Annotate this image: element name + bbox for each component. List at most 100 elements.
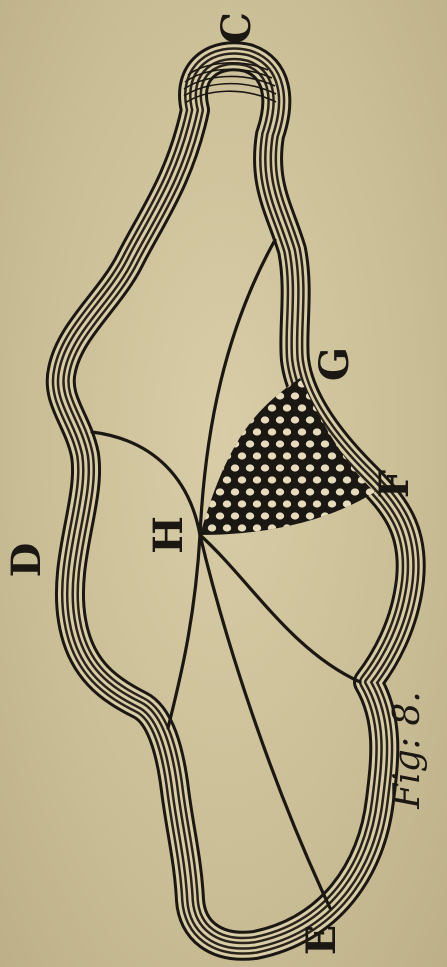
- sector-dot: [366, 368, 374, 375]
- sector-dot: [366, 440, 374, 447]
- sector-dot: [321, 440, 329, 447]
- sector-dot: [313, 428, 321, 435]
- sector-dot: [351, 392, 359, 399]
- sector-dot: [351, 488, 359, 495]
- sector-dot: [373, 380, 381, 387]
- sector-dot: [223, 452, 231, 459]
- sector-dot: [246, 392, 254, 399]
- sector-dot: [366, 512, 374, 519]
- sector-dot: [291, 392, 299, 399]
- sector-dot: [276, 440, 284, 447]
- sector-dot: [261, 464, 269, 471]
- sector-dot: [231, 488, 239, 495]
- sector-dot: [358, 500, 366, 507]
- label-d: D: [3, 543, 50, 578]
- sector-dot: [223, 500, 231, 507]
- sector-dot: [313, 452, 321, 459]
- sector-dot: [283, 452, 291, 459]
- sector-dot: [238, 476, 246, 483]
- sector-dot: [231, 464, 239, 471]
- sector-dot: [373, 404, 381, 411]
- sector-dot: [223, 524, 231, 531]
- sector-dot: [343, 524, 351, 531]
- sector-dot: [261, 392, 269, 399]
- sector-dot: [253, 500, 261, 507]
- sector-dot: [268, 524, 276, 531]
- sector-dot: [201, 368, 209, 375]
- sector-dot: [358, 524, 366, 531]
- sector-dot: [283, 524, 291, 531]
- sector-dot: [336, 512, 344, 519]
- sector-dot: [268, 452, 276, 459]
- sector-dot: [231, 392, 239, 399]
- sector-dot: [328, 524, 336, 531]
- label-c: C: [213, 12, 260, 44]
- sector-dot: [253, 452, 261, 459]
- sector-dot: [358, 428, 366, 435]
- sector-dot: [328, 452, 336, 459]
- sector-dot: [216, 488, 224, 495]
- sector-dot: [261, 416, 269, 423]
- sector-dot: [366, 392, 374, 399]
- sector-dot: [238, 524, 246, 531]
- sector-dot: [238, 404, 246, 411]
- sector-dot: [358, 404, 366, 411]
- sector-dot: [336, 464, 344, 471]
- line-h-to-f-junction: [200, 535, 360, 682]
- sector-dot: [246, 488, 254, 495]
- internal-lines: [92, 240, 360, 908]
- sector-dot: [298, 476, 306, 483]
- sector-dot: [313, 500, 321, 507]
- sector-dot: [231, 416, 239, 423]
- sector-dot: [268, 500, 276, 507]
- sector-dot: [291, 488, 299, 495]
- sector-dot: [298, 524, 306, 531]
- sector-dot: [268, 428, 276, 435]
- sector-dot: [298, 500, 306, 507]
- sector-dot: [253, 380, 261, 387]
- sector-dot: [313, 524, 321, 531]
- sector-dot: [253, 476, 261, 483]
- sector-dot: [216, 440, 224, 447]
- sector-dot: [208, 476, 216, 483]
- sector-dot: [298, 428, 306, 435]
- sector-dot: [276, 464, 284, 471]
- sector-dot: [261, 368, 269, 375]
- sector-dot: [283, 500, 291, 507]
- sector-dot: [268, 380, 276, 387]
- sector-dot: [373, 452, 381, 459]
- sector-dot: [246, 416, 254, 423]
- label-g: G: [311, 347, 358, 381]
- sector-dot: [208, 452, 216, 459]
- sector-dot: [238, 380, 246, 387]
- sector-dot: [291, 440, 299, 447]
- sector-dot: [276, 392, 284, 399]
- sector-dot: [231, 440, 239, 447]
- sector-dot: [253, 428, 261, 435]
- sector-dot: [298, 452, 306, 459]
- sector-dot: [306, 440, 314, 447]
- line-h-to-lower-left: [168, 535, 200, 728]
- sector-dot: [298, 404, 306, 411]
- label-e: E: [298, 925, 345, 956]
- sector-dot: [223, 380, 231, 387]
- sector-dot: [358, 380, 366, 387]
- sector-dot: [328, 500, 336, 507]
- figure-caption: Fig: 8.: [387, 691, 428, 809]
- sector-dot: [276, 512, 284, 519]
- sector-dot: [208, 500, 216, 507]
- label-f: F: [371, 470, 418, 498]
- sector-dot: [291, 512, 299, 519]
- sector-dot: [246, 512, 254, 519]
- sector-dot: [253, 404, 261, 411]
- sector-dot: [351, 512, 359, 519]
- sector-dot: [261, 440, 269, 447]
- sector-dot: [216, 512, 224, 519]
- sector-dot: [223, 428, 231, 435]
- sector-dot: [366, 416, 374, 423]
- sector-dot: [321, 488, 329, 495]
- sector-dot: [201, 416, 209, 423]
- sector-dot: [336, 488, 344, 495]
- sector-dot: [343, 500, 351, 507]
